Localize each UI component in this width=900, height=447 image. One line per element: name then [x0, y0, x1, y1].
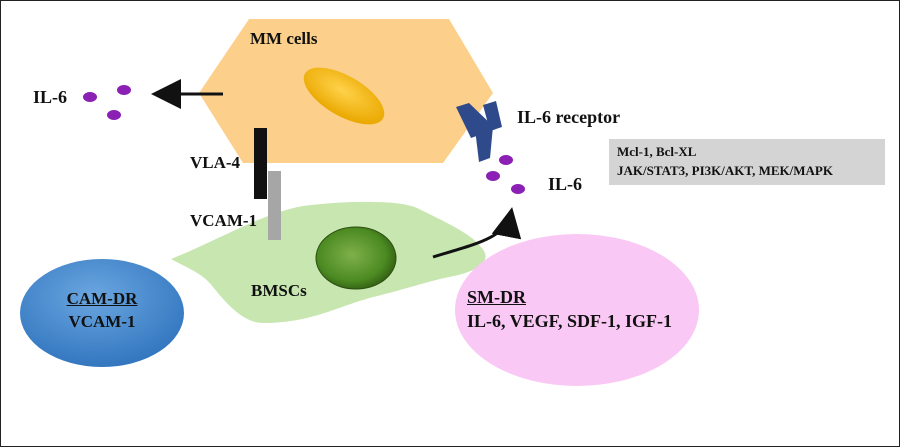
- il6-dot: [511, 184, 525, 194]
- bmsc-label: BMSCs: [251, 281, 307, 300]
- sm-dr-ellipse: [455, 234, 699, 386]
- mm-cells-label: MM cells: [250, 29, 318, 48]
- pathway-line-2: JAK/STAT3, PI3K/AKT, MEK/MAPK: [617, 163, 833, 178]
- cam-dr-text: CAM-DR VCAM-1: [41, 287, 163, 333]
- il6-dot: [499, 155, 513, 165]
- cam-dr-items: VCAM-1: [68, 312, 136, 331]
- il6-dot: [486, 171, 500, 181]
- il6-dot: [83, 92, 97, 102]
- cam-dr-ellipse: [20, 259, 184, 367]
- cam-dr-title: CAM-DR: [66, 289, 138, 308]
- pathway-line-1: Mcl-1, Bcl-XL: [617, 144, 697, 159]
- il6-dot: [107, 110, 121, 120]
- vla4-bar: [254, 128, 267, 199]
- il6-receptor-icon: [456, 101, 502, 162]
- sm-dr-title: SM-DR: [467, 287, 526, 307]
- il6-bound-label: IL-6: [548, 174, 583, 194]
- sm-dr-text: SM-DR IL-6, VEGF, SDF-1, IGF-1: [467, 285, 672, 333]
- bmsc-nucleus: [315, 226, 397, 290]
- mm-nucleus: [303, 67, 385, 125]
- vcam1-bar: [268, 171, 281, 240]
- signaling-pathway-box: Mcl-1, Bcl-XL JAK/STAT3, PI3K/AKT, MEK/M…: [609, 139, 885, 185]
- il6-dot: [117, 85, 131, 95]
- vcam1-label: VCAM-1: [190, 211, 258, 230]
- bmsc-to-il6-arrow: [432, 207, 522, 259]
- il6-secreted-label: IL-6: [33, 87, 68, 107]
- il6-receptor-label: IL-6 receptor: [517, 107, 621, 127]
- vla4-label: VLA-4: [190, 153, 241, 172]
- sm-dr-items: IL-6, VEGF, SDF-1, IGF-1: [467, 311, 673, 331]
